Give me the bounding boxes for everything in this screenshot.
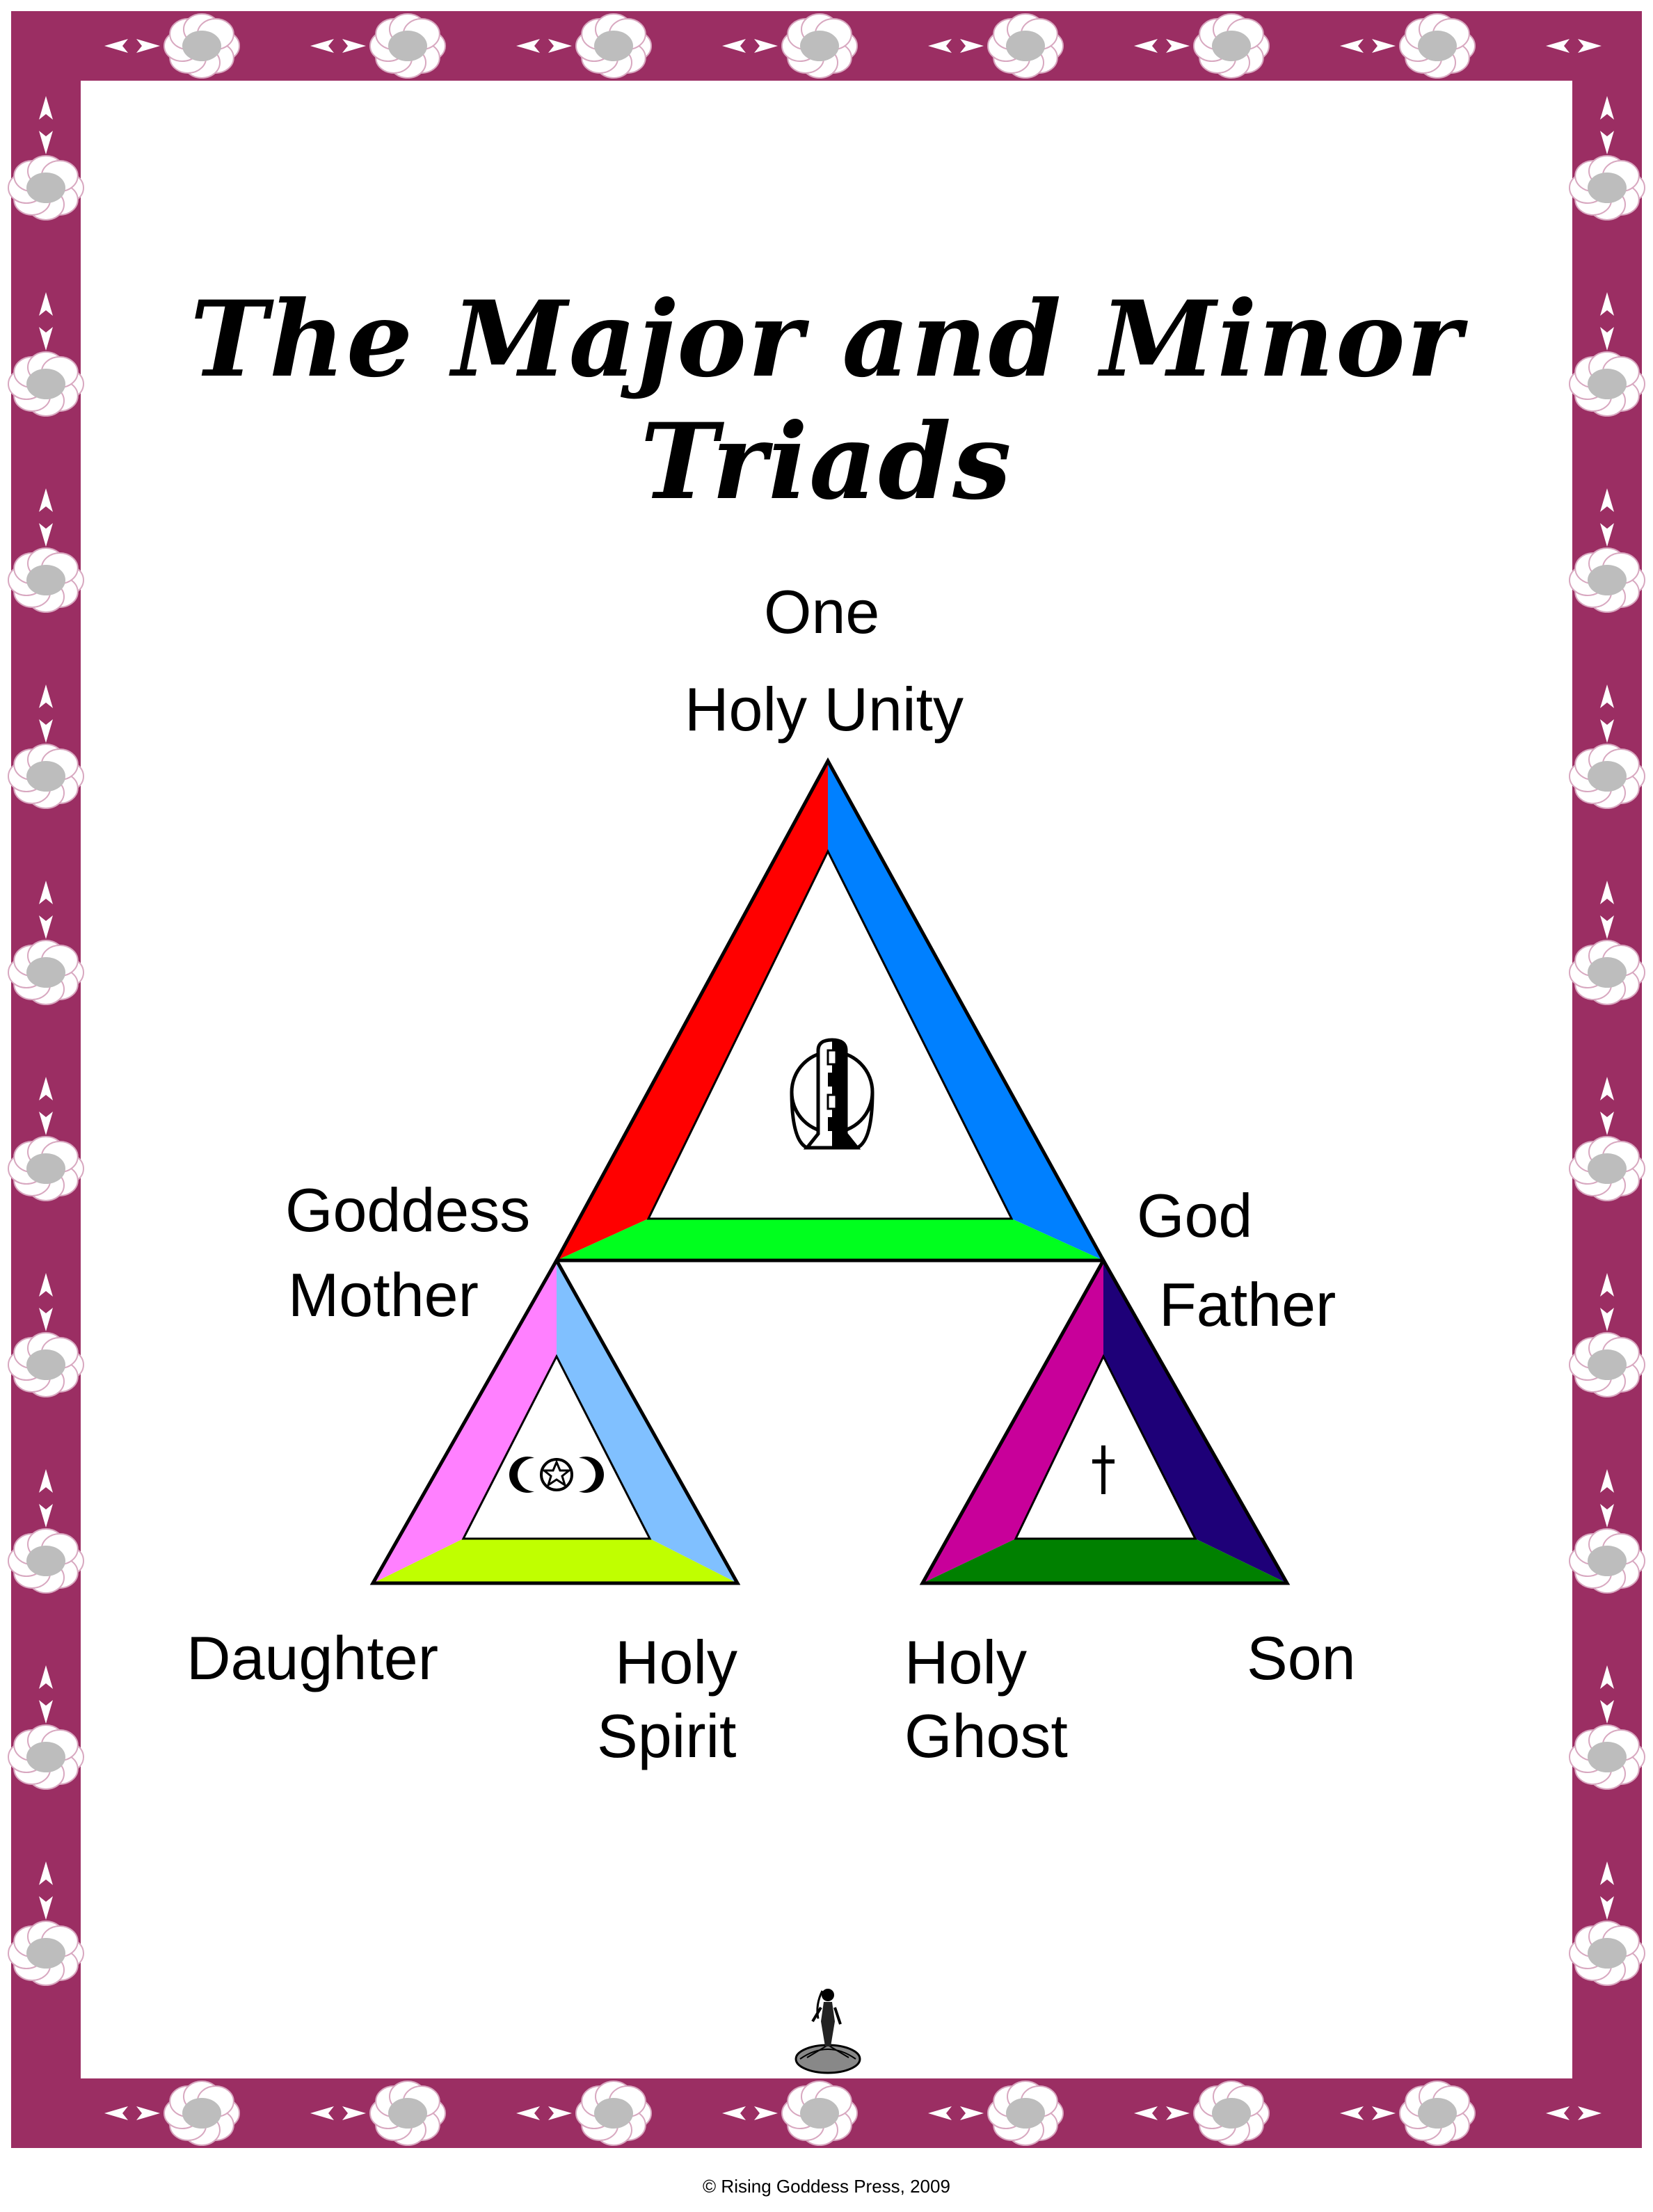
goddess-figure-icon (796, 1989, 860, 2073)
major-bottom-side (557, 1219, 1103, 1260)
label-holy-unity: Holy Unity (685, 679, 964, 740)
copyright-text: © Rising Goddess Press, 2009 (0, 2176, 1653, 2197)
major-triad (557, 761, 1103, 1260)
label-holy-ghost-2: Ghost (904, 1706, 1068, 1767)
label-holy-spirit-2: Spirit (597, 1706, 737, 1767)
label-one: One (764, 582, 879, 643)
label-daughter: Daughter (186, 1628, 438, 1689)
label-god: God (1137, 1185, 1252, 1247)
label-father: Father (1159, 1274, 1336, 1336)
label-son: Son (1247, 1628, 1356, 1689)
label-goddess: Goddess (285, 1180, 530, 1241)
label-holy-spirit-1: Holy (615, 1632, 737, 1693)
label-mother: Mother (288, 1265, 479, 1326)
label-holy-ghost-1: Holy (904, 1632, 1027, 1693)
